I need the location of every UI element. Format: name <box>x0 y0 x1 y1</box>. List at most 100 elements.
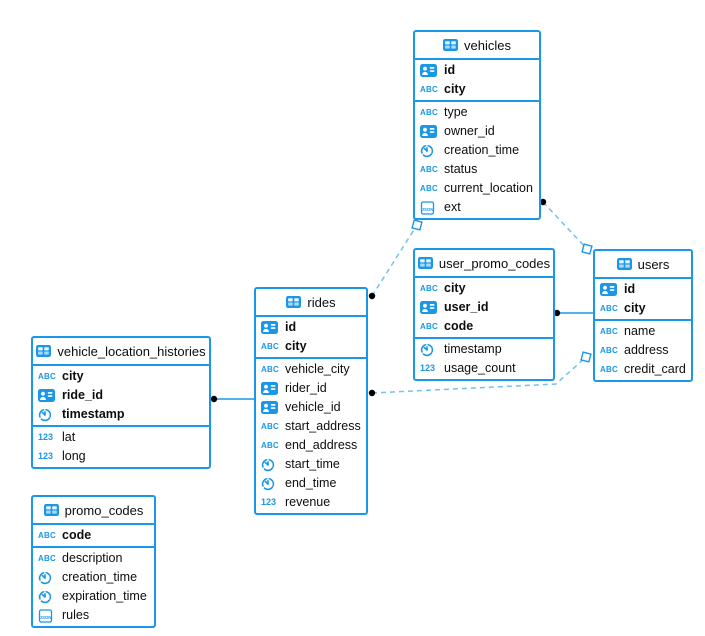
field-label: vehicle_city <box>285 362 350 377</box>
text-type-icon: ABC <box>261 440 279 450</box>
relationship-dot-endpoint <box>210 395 218 403</box>
field-row-creation_time[interactable]: creation_time <box>415 141 539 160</box>
field-row-user_id[interactable]: user_id <box>415 298 553 317</box>
field-row-vehicle_id[interactable]: vehicle_id <box>256 398 366 417</box>
relationship-dot-endpoint <box>553 309 561 317</box>
text-type-icon: ABC <box>420 183 438 193</box>
id-badge-icon <box>420 301 437 314</box>
field-label: name <box>624 324 656 339</box>
relationship-line-rides-users <box>371 356 587 394</box>
table-header-vehicles[interactable]: vehicles <box>415 32 539 58</box>
field-row-ride_id[interactable]: ride_id <box>33 386 209 405</box>
timestamp-icon <box>261 458 275 471</box>
table-header-promo_codes[interactable]: promo_codes <box>33 497 154 523</box>
number-type-icon: 123 <box>38 432 54 442</box>
svg-text:JSON: JSON <box>40 614 52 619</box>
field-row-vehicle_city[interactable]: ABC vehicle_city <box>256 360 366 379</box>
text-type-icon: ABC <box>38 530 56 540</box>
text-type-icon: ABC <box>600 364 618 374</box>
field-label: timestamp <box>444 342 502 357</box>
field-row-owner_id[interactable]: owner_id <box>415 122 539 141</box>
relationship-square-endpoint <box>581 243 593 255</box>
relationship-square-endpoint <box>411 219 423 231</box>
field-label: start_time <box>285 457 340 472</box>
field-row-start_time[interactable]: start_time <box>256 455 366 474</box>
text-type-icon: ABC <box>261 341 279 351</box>
field-label: vehicle_id <box>285 400 341 415</box>
table-header-users[interactable]: users <box>595 251 691 277</box>
id-badge-icon <box>38 389 55 402</box>
field-row-id[interactable]: id <box>595 280 691 299</box>
field-label: ext <box>444 200 461 215</box>
timestamp-icon <box>420 343 434 356</box>
field-label: city <box>624 301 646 316</box>
field-row-expiration_time[interactable]: expiration_time <box>33 587 154 606</box>
field-label: revenue <box>285 495 331 510</box>
table-title: vehicles <box>464 37 511 53</box>
field-label: status <box>444 162 478 177</box>
id-badge-icon <box>420 64 437 77</box>
field-row-current_location[interactable]: ABC current_location <box>415 179 539 198</box>
field-label: city <box>444 82 466 97</box>
table-header-rides[interactable]: rides <box>256 289 366 315</box>
field-label: long <box>62 449 86 464</box>
table-title: rides <box>307 294 336 310</box>
field-label: user_id <box>444 300 489 315</box>
field-row-rider_id[interactable]: rider_id <box>256 379 366 398</box>
field-label: id <box>444 63 456 78</box>
field-row-id[interactable]: id <box>256 318 366 337</box>
field-row-timestamp[interactable]: timestamp <box>33 405 209 424</box>
relationship-dot-endpoint <box>368 389 376 397</box>
id-badge-icon <box>261 382 278 395</box>
field-label: id <box>285 320 297 335</box>
relationship-line-rides-vehicles <box>371 224 418 297</box>
field-row-end_time[interactable]: end_time <box>256 474 366 493</box>
text-type-icon: ABC <box>261 364 279 374</box>
field-label: rider_id <box>285 381 327 396</box>
field-row-id[interactable]: id <box>415 61 539 80</box>
table-title: users <box>637 256 670 272</box>
table-icon <box>417 257 433 269</box>
field-label: type <box>444 105 468 120</box>
table-title: vehicle_location_histories <box>57 343 206 359</box>
table-header-user_promo_codes[interactable]: user_promo_codes <box>415 250 553 276</box>
table-header-vehicle_location_histories[interactable]: vehicle_location_histories <box>33 338 209 364</box>
field-label: current_location <box>444 181 533 196</box>
field-row-creation_time[interactable]: creation_time <box>33 568 154 587</box>
field-row-timestamp[interactable]: timestamp <box>415 340 553 359</box>
table-icon <box>43 504 59 516</box>
field-label: code <box>444 319 474 334</box>
timestamp-icon <box>420 144 434 157</box>
